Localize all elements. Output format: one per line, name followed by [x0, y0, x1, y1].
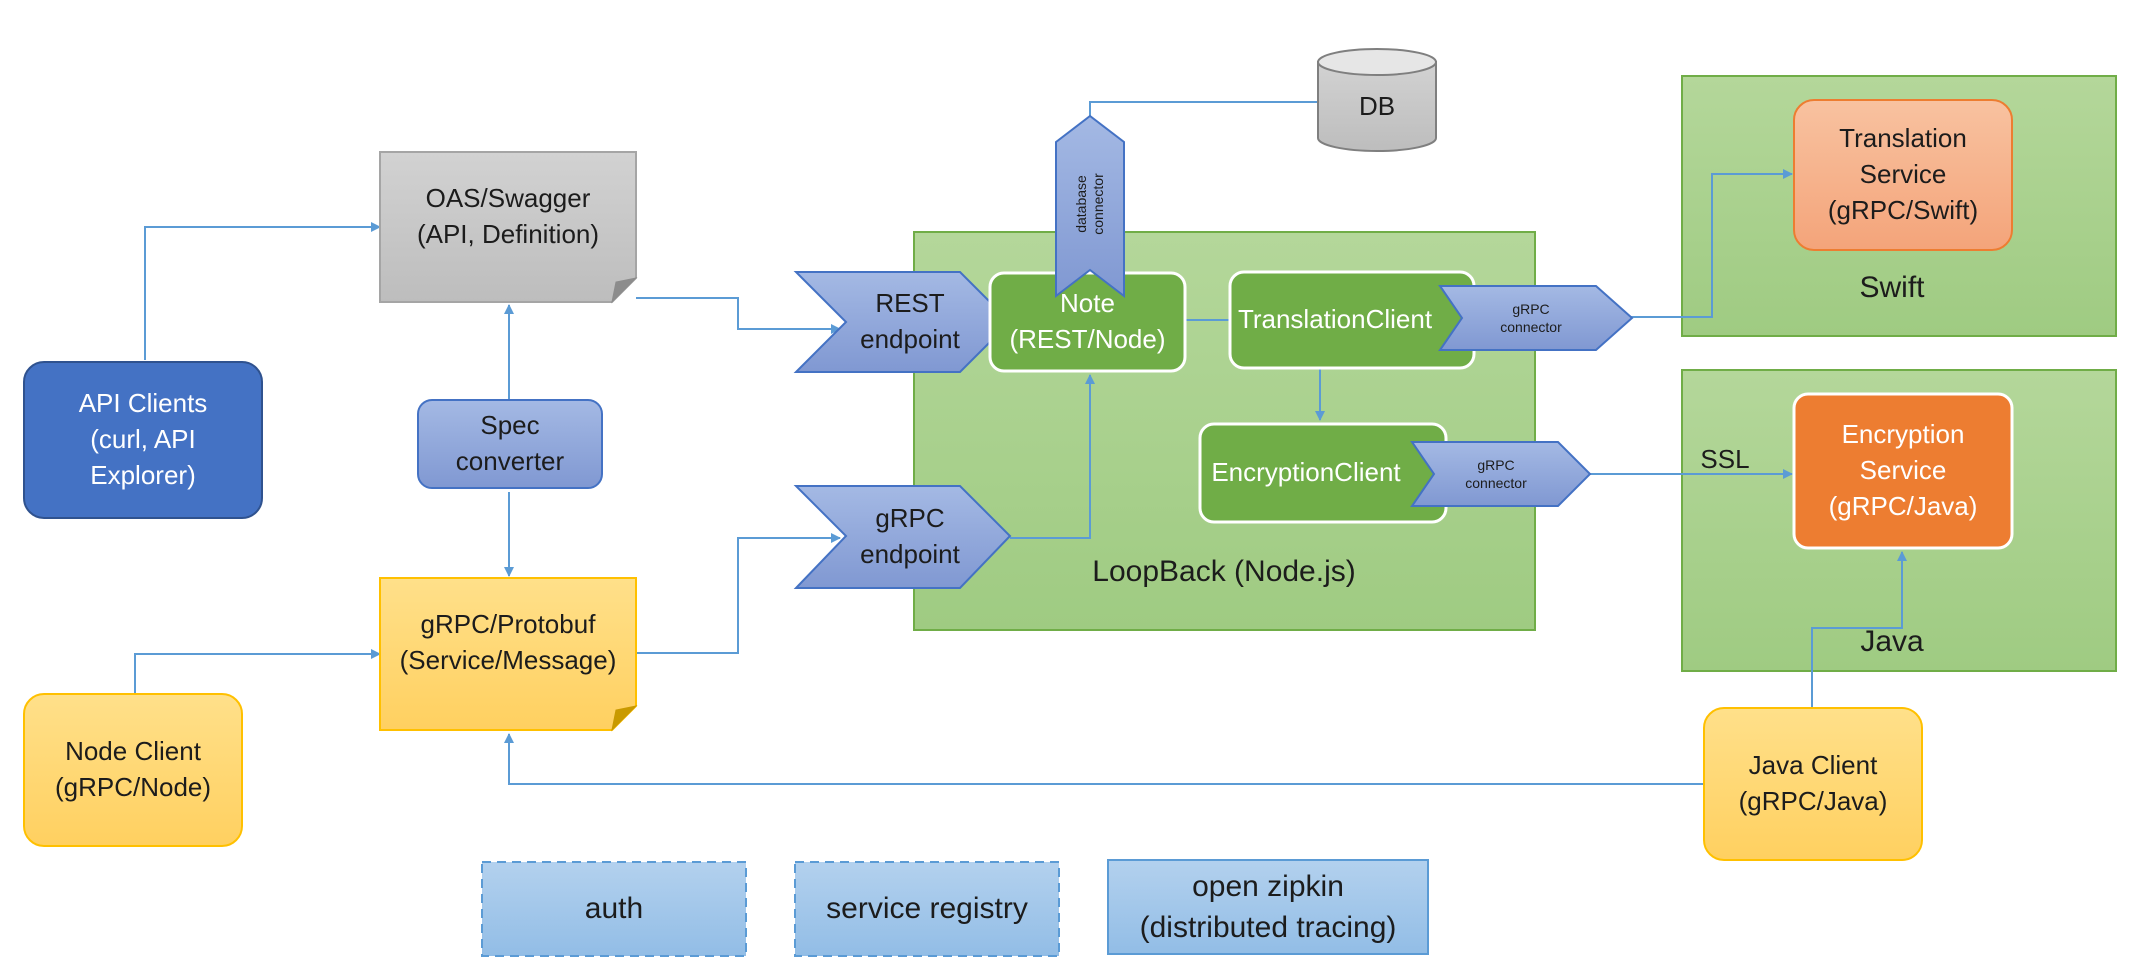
db-cylinder — [1317, 48, 1437, 152]
edges — [134, 101, 1907, 785]
translation-service-label: Translation Service (gRPC/Swift) — [1827, 123, 1979, 225]
edge-note-to-db — [1089, 101, 1318, 118]
grpc-protobuf-label: gRPC/Protobuf (Service/Message) — [399, 609, 617, 675]
service-registry-box — [794, 861, 1060, 957]
db-label: DB — [1358, 91, 1396, 122]
api-clients-label: API Clients (curl, API Explorer) — [78, 388, 208, 490]
node-client-box — [23, 693, 243, 847]
edge-protobuf-to-grpc-endpoint — [636, 533, 841, 654]
oas-swagger-doc — [379, 151, 638, 304]
translation-service-box — [1793, 99, 2013, 251]
auth-box — [481, 861, 747, 957]
loopback-region-label: LoopBack (Node.js) — [1092, 555, 1356, 589]
api-clients-box — [23, 361, 263, 519]
java-client-label: Java Client (gRPC/Java) — [1738, 750, 1888, 816]
translation-grpc-connector-shape — [1438, 285, 1634, 351]
edge-translation-connector-to-service — [1630, 169, 1793, 318]
encryption-client-label: EncryptionClient — [1211, 457, 1401, 488]
spec-converter-box — [417, 399, 603, 489]
translation-grpc-connector-label: gRPC connector — [1500, 300, 1562, 335]
node-client-label: Node Client (gRPC/Node) — [54, 736, 212, 802]
encryption-grpc-connector-label: gRPC connector — [1465, 456, 1527, 491]
rest-endpoint-chevron — [793, 271, 1012, 373]
open-zipkin-box — [1107, 859, 1429, 955]
grpc-endpoint-chevron — [793, 485, 1012, 589]
auth-label: auth — [584, 892, 644, 926]
swift-region-label: Swift — [1859, 271, 1925, 305]
java-region-label: Java — [1860, 625, 1924, 659]
database-connector-shape — [1055, 114, 1125, 299]
rest-endpoint-label: REST endpoint — [860, 288, 960, 354]
java-client-box — [1703, 707, 1923, 861]
spec-converter-label: Spec converter — [455, 410, 565, 476]
ssl-label: SSL — [1700, 444, 1750, 475]
edge-api-clients-to-oas — [144, 222, 381, 360]
service-registry-label: service registry — [826, 892, 1028, 926]
grpc-endpoint-label: gRPC endpoint — [860, 503, 960, 569]
note-label: Note (REST/Node) — [1009, 288, 1166, 354]
translation-client-label: TranslationClient — [1237, 304, 1433, 335]
database-connector-label: database connector — [1073, 173, 1106, 235]
edge-node-client-to-protobuf — [134, 649, 381, 694]
open-zipkin-label: open zipkin (distributed tracing) — [1139, 869, 1397, 944]
oas-swagger-label: OAS/Swagger (API, Definition) — [416, 183, 600, 249]
encryption-service-box — [1792, 392, 2014, 550]
edge-grpc-endpoint-to-note — [1010, 374, 1095, 539]
grpc-protobuf-doc — [379, 577, 638, 732]
encryption-service-label: Encryption Service (gRPC/Java) — [1828, 419, 1978, 521]
edge-java-client-to-encryption-service — [1811, 551, 1907, 708]
encryption-grpc-connector-shape — [1410, 441, 1592, 507]
edge-oas-to-rest — [636, 297, 841, 334]
edge-java-client-to-protobuf — [504, 733, 1704, 785]
